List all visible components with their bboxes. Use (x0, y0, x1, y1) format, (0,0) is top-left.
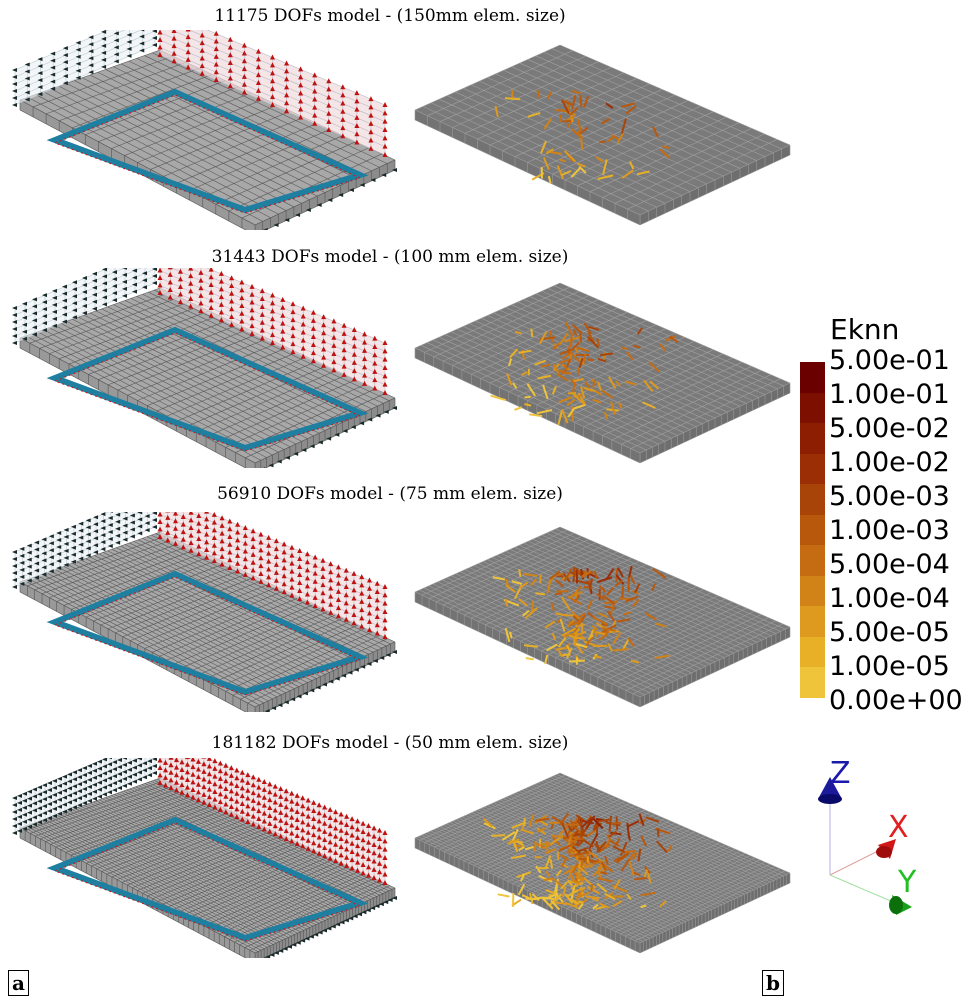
crack-pattern-panel-4 (400, 758, 800, 958)
crack-pattern-panel-1 (400, 30, 800, 230)
color-scale-swatch (800, 392, 825, 424)
z-axis-label: Z (830, 756, 851, 791)
crack-lines (482, 812, 673, 911)
color-scale-swatch (800, 423, 825, 454)
row-2-title: 31443 DOFs model - (100 mm elem. size) (211, 247, 569, 267)
color-scale-swatch (800, 575, 825, 607)
color-scale-swatch (800, 453, 825, 485)
crack-pattern-panel-2 (400, 268, 800, 468)
beam-frame-blue (46, 326, 369, 452)
color-scale-swatch (800, 636, 825, 668)
orientation-axes-widget: Z X Y (800, 755, 930, 919)
mesh-model-panel-3 (0, 512, 400, 712)
crack-lines (494, 89, 671, 184)
support-wall-red (157, 30, 388, 157)
color-scale-swatch (800, 606, 825, 637)
color-scale-bar (800, 362, 825, 699)
mesh-model-panel-2 (0, 268, 400, 468)
color-scale-swatch (800, 514, 825, 546)
panel-label-b: b (762, 970, 784, 996)
mesh-model-panel-4 (0, 758, 400, 958)
beam-frame-blue (46, 570, 369, 696)
y-axis-label: Y (897, 865, 917, 900)
support-wall-red (157, 512, 388, 639)
z-axis-cone-icon (818, 777, 842, 804)
legend-tick-label: 1.00e-01 (829, 379, 950, 410)
legend-tick-label: 5.00e-03 (829, 481, 950, 512)
mesh-model-panel-1 (0, 30, 400, 230)
panel-label-a: a (8, 970, 29, 996)
support-wall-red (157, 758, 388, 885)
support-wall-dark (12, 268, 397, 468)
row-4-title: 181182 DOFs model - (50 mm elem. size) (211, 733, 569, 753)
row-1-title: 11175 DOFs model - (150mm elem. size) (214, 6, 566, 26)
beam-frame-blue (46, 88, 369, 214)
slab-mesh (414, 526, 791, 708)
legend-tick-label: 5.00e-04 (829, 549, 950, 580)
support-wall-red (157, 268, 388, 395)
legend-title: Eknn (830, 313, 900, 346)
slab-mesh (414, 44, 791, 226)
legend-tick-label: 1.00e-02 (829, 447, 950, 478)
legend-tick-label: 1.00e-04 (829, 583, 950, 614)
row-3-title: 56910 DOFs model - (75 mm elem. size) (217, 484, 563, 504)
color-scale-swatch (800, 484, 825, 515)
legend-tick-label: 5.00e-02 (829, 413, 950, 444)
y-axis-cone-icon (889, 895, 912, 915)
support-wall-dark (12, 30, 397, 230)
support-wall-dark (12, 758, 397, 958)
legend-tick-label: 0.00e+00 (829, 685, 963, 716)
x-axis-cone-icon (876, 839, 896, 859)
beam-frame-blue (46, 816, 369, 942)
color-scale-swatch (800, 545, 825, 576)
color-scale-swatch (800, 362, 825, 393)
crack-lines (490, 321, 679, 426)
legend-tick-label: 1.00e-05 (829, 651, 950, 682)
mesh-group (19, 777, 396, 958)
legend-tick-label: 5.00e-05 (829, 617, 950, 648)
legend-tick-label: 1.00e-03 (829, 515, 950, 546)
slab-mesh (414, 282, 791, 464)
support-wall-dark (12, 512, 397, 712)
crack-lines (492, 565, 671, 665)
color-scale-swatch (800, 667, 825, 699)
legend-tick-label: 5.00e-01 (829, 345, 950, 376)
crack-pattern-panel-3 (400, 512, 800, 712)
x-axis-label: X (888, 810, 909, 845)
